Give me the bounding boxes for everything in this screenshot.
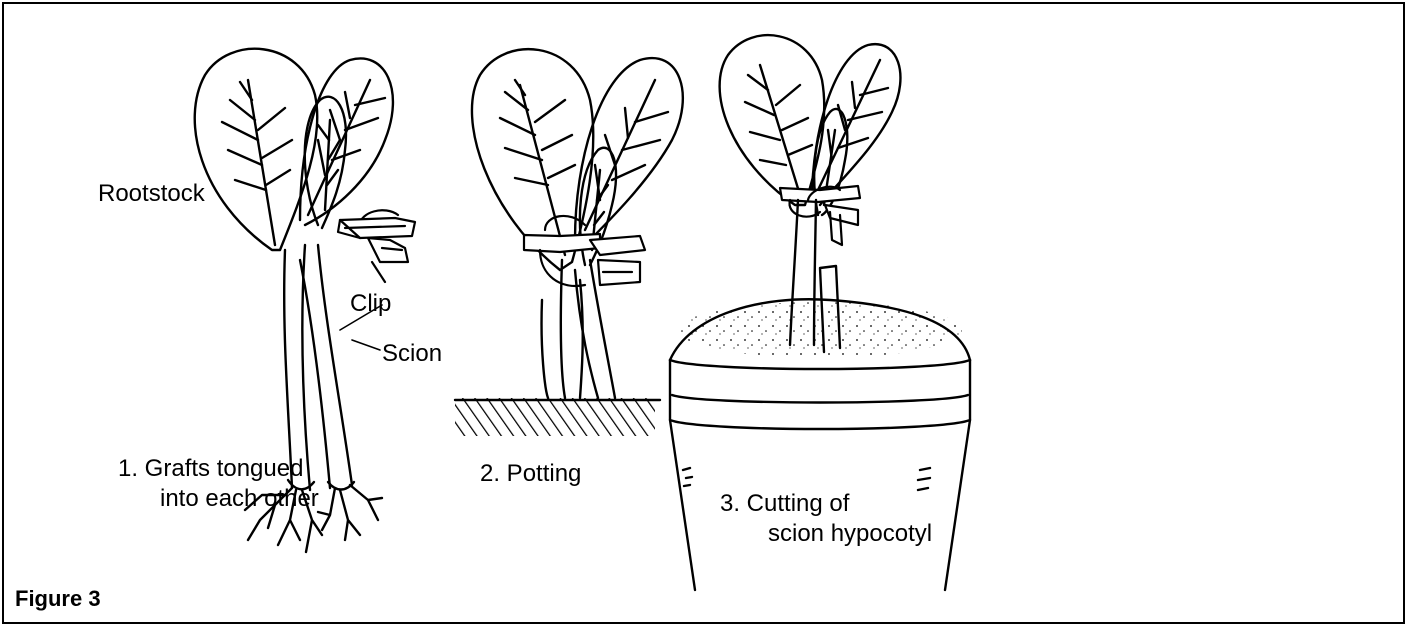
panel-2-caption: 2. Potting <box>480 460 581 488</box>
figure-caption: Figure 3 <box>15 586 101 612</box>
rootstock-label: Rootstock <box>98 180 205 208</box>
panel-1-caption-line1: 1. Grafts tongued <box>118 455 303 483</box>
panel-1-caption-line2: into each other <box>160 485 319 513</box>
panel-3-caption-line2: scion hypocotyl <box>768 520 932 548</box>
clip-label: Clip <box>350 290 391 318</box>
scion-label: Scion <box>382 340 442 368</box>
panel-2-drawing <box>455 49 683 436</box>
clip-icon <box>338 210 415 282</box>
clip-icon <box>780 186 860 245</box>
soil-area <box>678 302 962 358</box>
panel-3-caption-line1: 3. Cutting of <box>720 490 849 518</box>
clip-icon <box>524 216 645 286</box>
